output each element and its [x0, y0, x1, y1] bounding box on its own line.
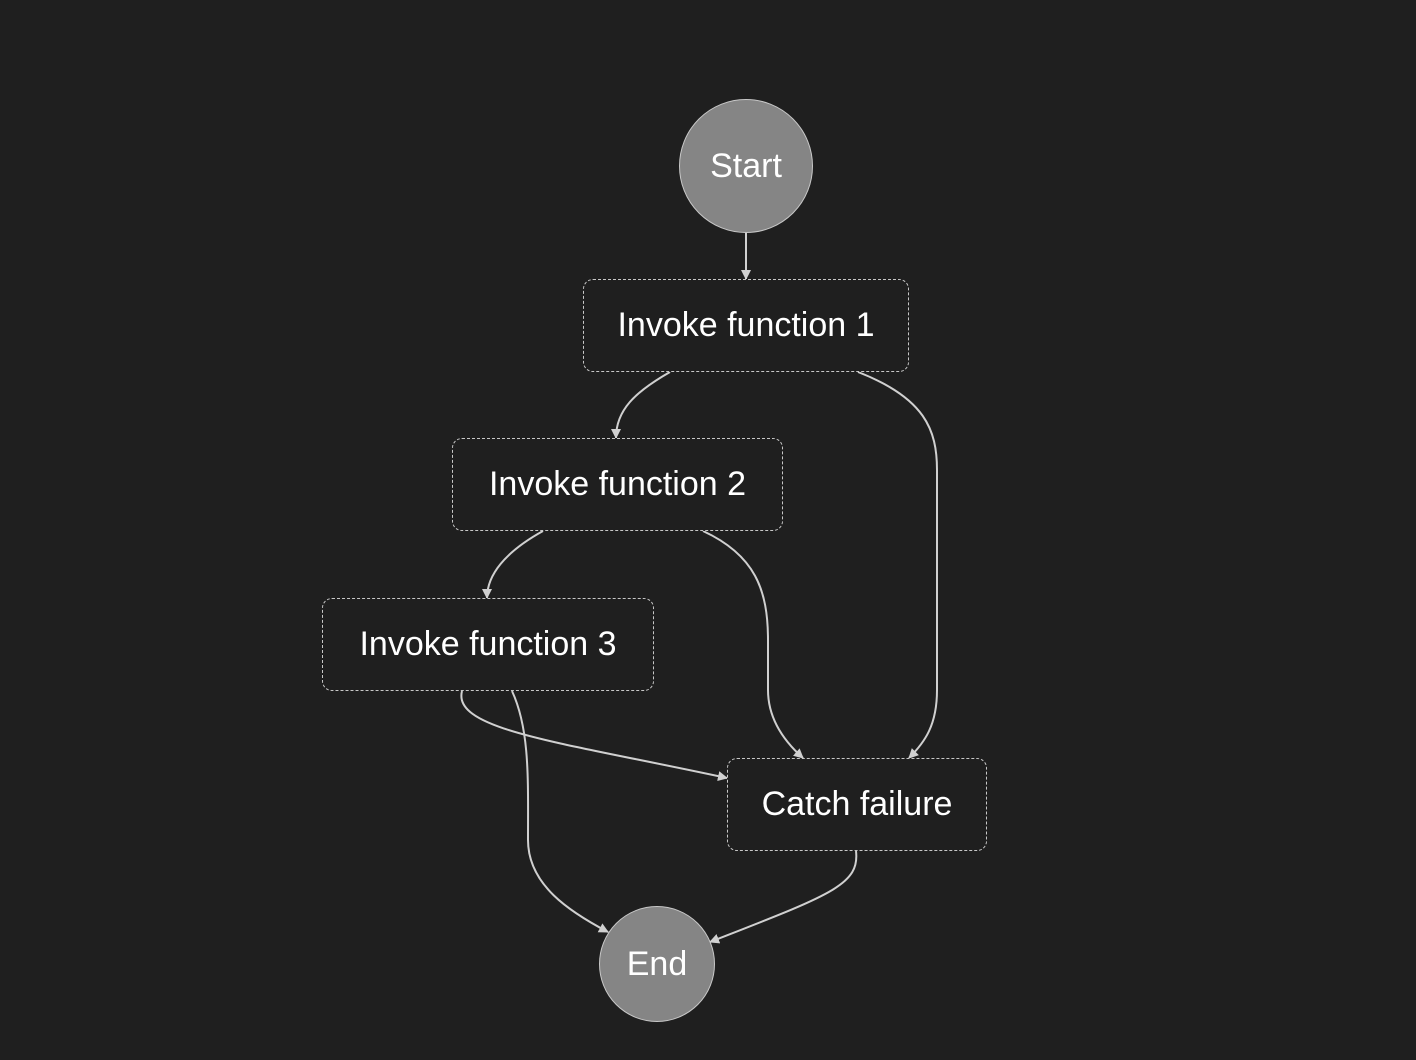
catch-failure-node[interactable]: Catch failure	[727, 758, 987, 851]
end-label: End	[626, 944, 688, 983]
invoke-function-3-label: Invoke function 3	[359, 625, 617, 663]
catch-failure-label: Catch failure	[761, 785, 953, 823]
edge-f3-to-catch	[460, 690, 728, 781]
edge-f2-to-f3	[482, 530, 544, 599]
edge-catch-to-end	[709, 850, 858, 944]
invoke-function-1-node[interactable]: Invoke function 1	[583, 279, 909, 372]
edge-f3-to-end	[511, 690, 609, 933]
start-node[interactable]: Start	[679, 99, 813, 233]
invoke-function-3-node[interactable]: Invoke function 3	[322, 598, 654, 691]
end-node[interactable]: End	[599, 906, 715, 1022]
start-label: Start	[710, 146, 782, 185]
invoke-function-2-label: Invoke function 2	[488, 465, 747, 503]
edge-f1-to-f2	[611, 371, 671, 439]
edge-f1-to-catch	[857, 371, 938, 759]
edge-f2-to-catch	[702, 530, 804, 759]
invoke-function-2-node[interactable]: Invoke function 2	[452, 438, 783, 531]
invoke-function-1-label: Invoke function 1	[617, 306, 875, 344]
